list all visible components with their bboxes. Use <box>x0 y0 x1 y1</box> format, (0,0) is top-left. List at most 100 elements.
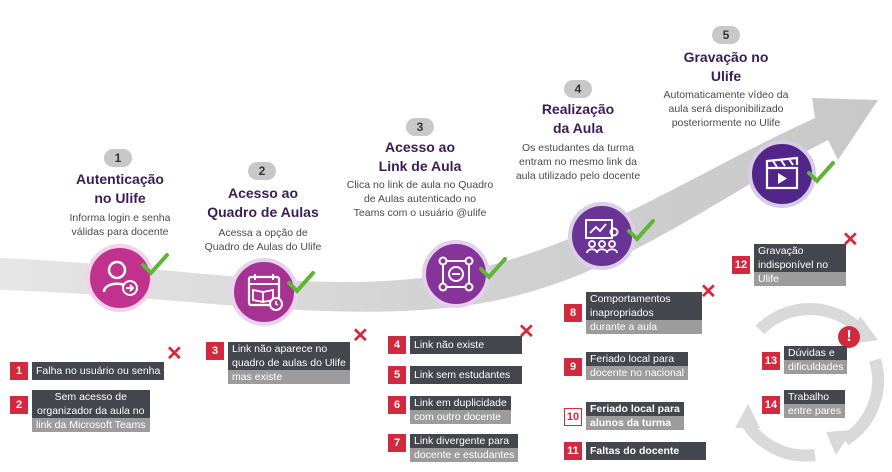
issue-5-line1: Link sem estudantes <box>410 366 522 384</box>
step-3-title-line1: Acesso ao <box>384 139 456 155</box>
issue-9-line1: Feriado local para <box>586 352 688 366</box>
issue-group-4-x-icon: ✕ <box>700 281 717 303</box>
issue-7-line2: docente e estudantes <box>410 448 519 462</box>
issue-14: 14 Trabalho entre pares <box>762 390 846 418</box>
step-4-check-icon <box>627 219 655 242</box>
issue-group-3-x-icon: ✕ <box>518 321 535 343</box>
issue-11: 11 Faltas do docente <box>564 442 706 460</box>
step-1-title-line2: no Ulife <box>94 190 146 206</box>
issue-7-number: 7 <box>388 434 406 452</box>
issue-5-number: 5 <box>388 366 406 384</box>
step-3-number: 3 <box>406 118 434 136</box>
issue-6-line2: com outro docente <box>410 410 511 424</box>
video-clapper-icon <box>765 156 799 190</box>
step-2-check-icon <box>287 271 315 294</box>
step-5-title-line2: Ulife <box>710 68 742 84</box>
issue-group-2-x-icon: ✕ <box>352 325 369 347</box>
step-4-title-line2: da Aula <box>552 120 604 136</box>
issue-8-line2: inapropriados <box>586 306 702 320</box>
issue-3-number: 3 <box>206 342 224 360</box>
issue-11-number: 11 <box>564 442 582 460</box>
step-1-title: Autenticação no Ulife <box>50 170 190 208</box>
issue-9: 9 Feriado local para docente no nacional <box>564 352 688 380</box>
step-4-desc-line1: Os estudantes da turma <box>521 142 635 154</box>
step-2-desc-line1: Acessa a opção de <box>218 227 308 239</box>
issue-6-number: 6 <box>388 396 406 414</box>
step-5-desc-line1: Automaticamente vídeo da <box>663 89 789 101</box>
issue-8-number: 8 <box>564 304 582 322</box>
issue-2-line3: link da Microsoft Teams <box>32 418 150 432</box>
step-2-desc-line2: Quadro de Aulas do Ulife <box>204 241 322 253</box>
issue-4-number: 4 <box>388 336 406 354</box>
link-network-icon <box>438 256 474 292</box>
step-5-title: Gravação no Ulife <box>656 48 796 86</box>
issue-2-number: 2 <box>10 396 28 414</box>
issue-2-line2: organizador da aula no <box>32 404 150 418</box>
step-3-desc-line1: Clica no link de aula no Quadro <box>346 179 494 191</box>
issue-8-line1: Comportamentos <box>586 292 702 306</box>
issue-13-line2: dificuldades <box>784 360 848 374</box>
step-2-title-line2: Quadro de Aulas <box>207 204 319 220</box>
step-3-title-line2: Link de Aula <box>378 158 462 174</box>
step-4-desc-line2: entram no mesmo link da <box>519 156 637 168</box>
step-1-desc-line2: válidas para docente <box>71 226 169 238</box>
step-4-desc-line3: aula utilizado pelo docente <box>515 170 641 182</box>
step-1-number: 1 <box>104 149 132 167</box>
issue-8-line3: durante a aula <box>586 320 702 334</box>
issue-4: 4 Link não existe <box>388 336 522 354</box>
alert-icon: ! <box>838 326 860 348</box>
issue-7-line1: Link divergente para <box>410 434 519 448</box>
issue-2-line1: Sem acesso de <box>32 390 150 404</box>
step-1-check-icon <box>141 253 169 276</box>
step-5-title-line1: Gravação no <box>683 49 769 65</box>
issue-10-line2: alunos da turma <box>586 416 684 430</box>
user-login-icon <box>102 260 138 296</box>
issue-6: 6 Link em duplicidade com outro docente <box>388 396 511 424</box>
issue-13: 13 Dúvidas e dificuldades <box>762 346 848 374</box>
step-5-circle <box>748 140 816 208</box>
issue-5: 5 Link sem estudantes <box>388 366 522 384</box>
calendar-book-icon <box>247 274 283 311</box>
issue-12-line3: Ulife <box>754 272 846 286</box>
issue-2: 2 Sem acesso de organizador da aula no l… <box>10 390 150 432</box>
issue-3-line1: Link não aparece no <box>228 342 350 356</box>
issue-8: 8 Comportamentos inapropriados durante a… <box>564 292 702 334</box>
issue-10-line1: Feriado local para <box>586 402 684 416</box>
step-3-desc: Clica no link de aula no Quadro de Aulas… <box>332 178 508 220</box>
step-4-desc: Os estudantes da turma entram no mesmo l… <box>500 141 656 183</box>
issue-9-line2: docente no nacional <box>586 366 688 380</box>
step-1-desc: Informa login e senha válidas para docen… <box>40 211 200 239</box>
issue-3-line3: mas existe <box>228 370 350 384</box>
issue-12-number: 12 <box>732 256 750 274</box>
step-3-check-icon <box>479 257 507 280</box>
step-3-desc-line2: de Aulas autenticado no <box>363 193 477 205</box>
issue-14-number: 14 <box>762 396 780 414</box>
step-5-desc: Automaticamente vídeo da aula será dispo… <box>646 88 806 130</box>
step-4-number: 4 <box>564 80 592 98</box>
issue-12-line2: indisponível no <box>754 258 846 272</box>
issue-12: 12 Gravação indisponível no Ulife <box>732 244 846 286</box>
step-5-desc-line3: posteriormente no Ulife <box>671 117 781 129</box>
issue-group-1-x-icon: ✕ <box>166 343 183 365</box>
step-1-desc-line1: Informa login e senha <box>69 212 171 224</box>
issue-13-number: 13 <box>762 352 780 370</box>
step-4-title: Realização da Aula <box>508 100 648 138</box>
issue-1-line1: Falha no usuário ou senha <box>32 362 165 380</box>
step-5-number: 5 <box>712 26 740 44</box>
step-5-desc-line2: aula será disponibilizado <box>668 103 784 115</box>
issue-7: 7 Link divergente para docente e estudan… <box>388 434 519 462</box>
issue-14-line2: entre pares <box>784 404 846 418</box>
step-5-check-icon <box>807 161 835 184</box>
issue-3-line2: quadro de aulas do Ulife <box>228 356 350 370</box>
issue-1: 1 Falha no usuário ou senha <box>10 362 165 380</box>
issue-10-number: 10 <box>564 408 582 426</box>
issue-group-5-x-icon: ✕ <box>842 229 859 251</box>
step-2-title: Acesso ao Quadro de Aulas <box>190 184 336 222</box>
classroom-icon <box>585 219 619 254</box>
step-1-title-line1: Autenticação <box>76 171 164 187</box>
issue-11-line1: Faltas do docente <box>586 442 706 460</box>
issue-10: 10 Feriado local para alunos da turma <box>564 402 684 430</box>
issue-9-number: 9 <box>564 358 582 376</box>
step-1-circle <box>86 244 154 312</box>
step-3-desc-line3: Teams com o usuário @ulife <box>353 207 487 219</box>
